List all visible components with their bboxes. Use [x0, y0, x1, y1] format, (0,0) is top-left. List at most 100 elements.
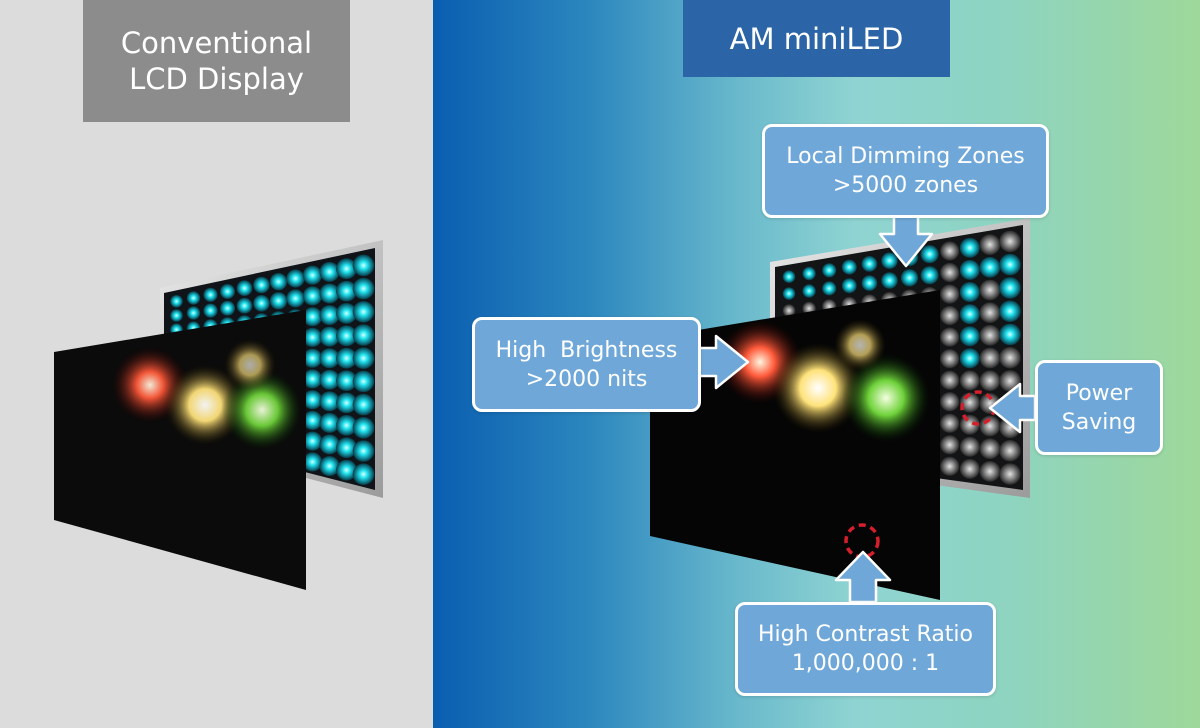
led-dot — [940, 262, 960, 283]
led-dot — [802, 284, 816, 298]
led-dot — [170, 295, 183, 308]
led-dot — [900, 269, 919, 287]
led-dot — [302, 452, 323, 472]
led-dot — [959, 282, 980, 302]
contrast-ratio-callout: High Contrast Ratio 1,000,000 : 1 — [735, 602, 996, 696]
led-dot — [782, 270, 796, 284]
led-dot — [336, 414, 357, 436]
led-dot — [841, 278, 857, 294]
led-dot — [302, 265, 323, 285]
miniled-title: AM miniLED — [683, 0, 950, 77]
led-dot — [336, 370, 357, 391]
led-dot — [336, 325, 357, 347]
dimming-line2: >5000 zones — [832, 173, 979, 198]
fireworks-image-left — [112, 339, 302, 450]
led-dot — [336, 347, 357, 369]
led-dot — [959, 259, 980, 280]
led-dot — [220, 284, 235, 299]
led-dot — [979, 415, 1001, 437]
led-dot — [352, 324, 375, 346]
led-dot — [352, 254, 375, 277]
led-dot — [940, 413, 960, 433]
contrast-line1: High Contrast Ratio — [757, 622, 974, 647]
led-dot — [286, 269, 305, 288]
led-dot — [959, 458, 980, 479]
led-dot — [269, 273, 288, 291]
led-dot — [959, 304, 980, 325]
led-dot — [220, 300, 235, 316]
dimming-line1: Local Dimming Zones — [786, 144, 1025, 169]
led-dot — [999, 323, 1021, 346]
led-dot — [999, 253, 1021, 276]
led-dot — [236, 297, 253, 314]
led-dot — [319, 412, 340, 433]
led-dot — [940, 370, 960, 390]
brightness-line1: High Brightness — [495, 337, 678, 363]
led-dot — [336, 280, 357, 302]
led-dot — [302, 431, 323, 451]
led-dot — [920, 245, 939, 264]
led-dot — [979, 370, 1001, 392]
conventional-title-line1: Conventional — [120, 26, 313, 60]
brightness-callout: High Brightness >2000 nits — [472, 317, 701, 412]
led-dot — [319, 348, 340, 369]
led-dot — [979, 256, 1001, 278]
power-line1: Power — [1065, 380, 1133, 406]
led-dot — [861, 275, 878, 291]
led-dot — [861, 256, 878, 272]
led-dot — [302, 327, 323, 347]
led-dot — [822, 263, 837, 278]
led-dot — [782, 304, 796, 317]
led-dot — [170, 309, 183, 322]
led-dot — [979, 234, 1001, 256]
led-dot — [352, 370, 375, 393]
led-dot — [352, 301, 375, 323]
led-dot — [999, 300, 1021, 323]
contrast-line2: 1,000,000 : 1 — [791, 651, 940, 676]
led-dot — [979, 461, 1001, 482]
led-dot — [186, 291, 201, 305]
conventional-title: Conventional LCD Display — [83, 0, 350, 122]
contrast-arrow-icon — [834, 550, 892, 604]
led-dot — [959, 348, 980, 369]
led-dot — [940, 284, 960, 304]
conventional-title-line2: LCD Display — [129, 62, 304, 96]
led-dot — [999, 463, 1021, 485]
led-dot — [979, 279, 1001, 301]
led-dot — [286, 289, 305, 308]
led-dot — [186, 306, 201, 320]
power-saving-callout: Power Saving — [1035, 360, 1163, 455]
led-dot — [253, 276, 270, 294]
led-dot — [352, 277, 375, 300]
led-dot — [253, 295, 270, 312]
led-dot — [959, 237, 980, 258]
led-dot — [959, 326, 980, 347]
brightness-line2: >2000 nits — [525, 366, 648, 392]
led-dot — [940, 456, 960, 476]
led-dot — [920, 266, 939, 285]
led-dot — [979, 302, 1001, 323]
led-dot — [841, 259, 857, 275]
led-dot — [979, 347, 1001, 369]
led-dot — [940, 435, 960, 455]
led-dot — [319, 434, 340, 455]
led-dot — [940, 349, 960, 369]
led-dot — [959, 370, 980, 391]
led-dot — [940, 327, 960, 347]
led-dot — [302, 390, 323, 410]
led-dot — [999, 346, 1021, 369]
conventional-screen — [54, 310, 306, 590]
led-dot — [319, 305, 340, 326]
led-dot — [302, 286, 323, 306]
led-dot — [269, 292, 288, 310]
led-dot — [302, 369, 323, 389]
led-dot — [319, 391, 340, 412]
led-dot — [352, 417, 375, 439]
led-dot — [203, 303, 218, 318]
led-dot — [940, 392, 960, 412]
led-dot — [782, 287, 796, 300]
led-dot — [319, 456, 340, 476]
led-dot — [203, 287, 218, 302]
led-dot — [940, 306, 960, 326]
